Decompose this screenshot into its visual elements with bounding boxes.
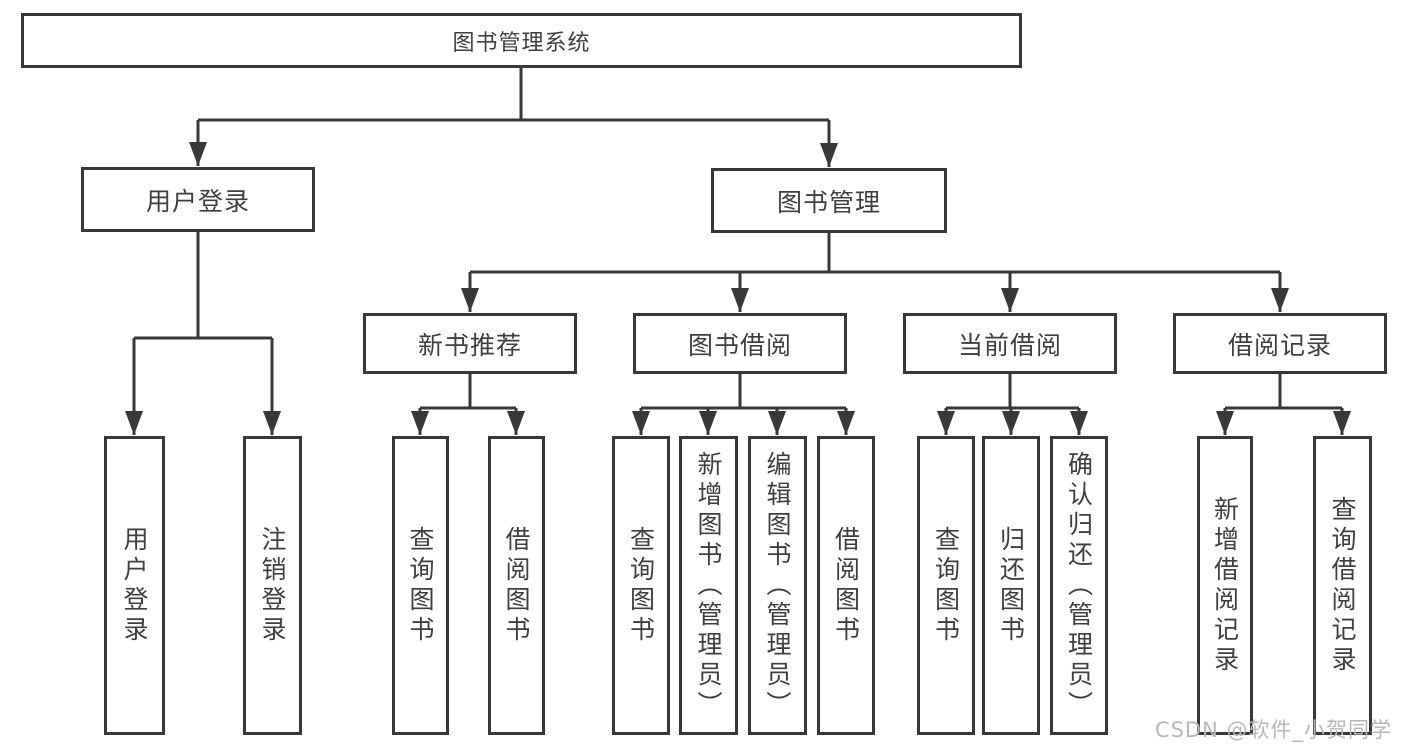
node-book-borrowing: 图书借阅: [633, 313, 847, 374]
node-query-books-borrowing: 查询图书: [612, 436, 670, 735]
node-edit-book-admin: 编辑图书（管理员）: [748, 436, 807, 735]
node-current-borrowing: 当前借阅: [903, 313, 1117, 374]
leaf-label: 注销登录: [258, 525, 287, 646]
leaf-label: 新增借阅记录: [1210, 495, 1240, 676]
node-book-management: 图书管理: [711, 168, 947, 233]
leaf-label: 查询图书: [626, 525, 656, 646]
node-library-management-system: 图书管理系统: [21, 13, 1022, 68]
leaf-label: 用户登录: [120, 525, 149, 646]
node-borrow-books-recommend: 借阅图书: [488, 436, 545, 735]
node-user-login: 用户登录: [81, 167, 315, 232]
node-borrow-books-borrowing: 借阅图书: [817, 436, 875, 735]
leaf-label: 新增图书（管理员）: [694, 450, 723, 721]
node-add-borrow-record: 新增借阅记录: [1197, 436, 1253, 735]
leaf-label: 查询图书: [931, 525, 961, 646]
node-borrowing-records: 借阅记录: [1173, 313, 1387, 374]
node-add-book-admin: 新增图书（管理员）: [679, 436, 738, 735]
node-query-books-recommend: 查询图书: [392, 436, 449, 735]
leaf-label: 借阅图书: [831, 525, 861, 646]
csdn-watermark: CSDN @软件_小贺同学: [1154, 718, 1392, 742]
node-user-login-leaf: 用户登录: [104, 436, 165, 735]
leaf-label: 编辑图书（管理员）: [763, 450, 792, 721]
leaf-label: 查询图书: [406, 525, 435, 646]
node-logout: 注销登录: [243, 436, 302, 735]
leaf-label: 查询借阅记录: [1328, 495, 1357, 676]
node-confirm-return-admin: 确认归还（管理员）: [1050, 436, 1108, 735]
leaf-label: 借阅图书: [502, 525, 531, 646]
leaf-label: 确认归还（管理员）: [1064, 450, 1094, 721]
node-query-borrow-record: 查询借阅记录: [1313, 436, 1372, 735]
node-return-book: 归还图书: [982, 436, 1040, 735]
leaf-label: 归还图书: [996, 525, 1026, 646]
node-query-books-current: 查询图书: [917, 436, 975, 735]
node-new-book-recommendation: 新书推荐: [363, 313, 577, 374]
